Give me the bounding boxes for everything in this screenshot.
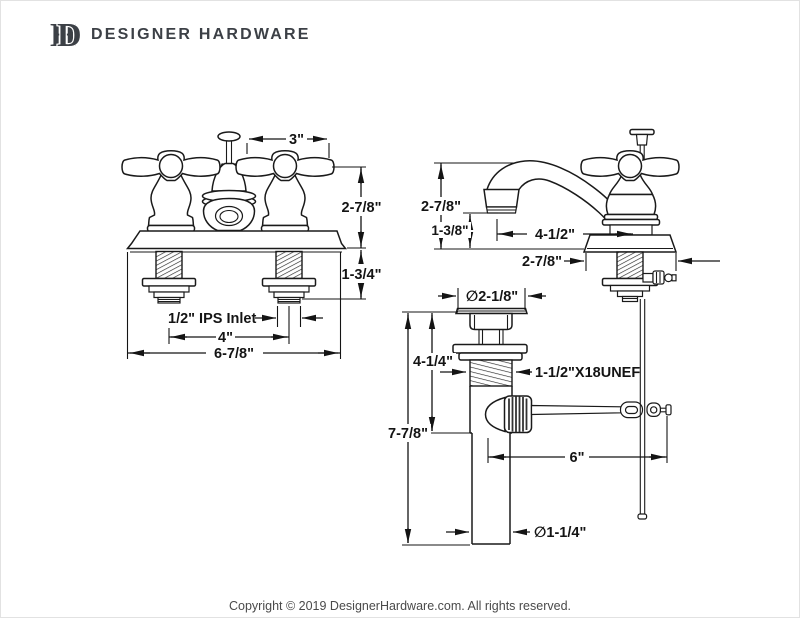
dim-drain-flange-diameter: ∅2-1/8" (438, 288, 546, 310)
dim-label: 6" (570, 450, 585, 466)
dim-label: 2-7/8" (421, 199, 461, 215)
dim-side-base-width: 2-7/8" (522, 253, 720, 271)
drain-tailpiece (470, 432, 512, 545)
front-right-shank (261, 250, 317, 304)
pop-up-lift-rod (637, 299, 648, 520)
side-handle (580, 150, 680, 182)
dim-label: 1-3/4" (342, 267, 382, 283)
dim-label: ∅1-1/4" (534, 525, 586, 541)
logo-letter-d: D (57, 17, 82, 54)
drain-assembly (452, 307, 672, 545)
dim-inlet-label: 1/2" IPS Inlet (168, 306, 323, 327)
front-left-shank (141, 250, 197, 304)
dim-side-height: 2-7/8" (418, 162, 514, 249)
dim-drain-tailpiece-diameter: ∅1-1/4" (446, 525, 586, 541)
pivot-rod (530, 401, 672, 419)
inlet-label: 1/2" IPS Inlet (168, 311, 256, 327)
dim-front-shank-length: 1-3/4" (302, 250, 385, 300)
thread-label: 1-1/2"X18UNEF (535, 365, 640, 381)
pivot-ball-assembly (484, 395, 533, 434)
dim-label: 1-3/8" (431, 223, 468, 238)
front-deck-plate (125, 230, 348, 253)
dim-drain-rod-length: 6" (487, 416, 668, 466)
side-body (601, 174, 661, 236)
drain-locknut (452, 343, 528, 361)
front-view-faucet (121, 131, 348, 304)
brand-title: DESIGNER HARDWARE (91, 26, 311, 43)
side-valve-stub (642, 270, 677, 285)
dim-front-height: 2-7/8" (332, 166, 385, 249)
drain-threads (469, 359, 513, 387)
dim-label: 4-1/2" (535, 227, 575, 243)
logo-letter-h: H (50, 17, 76, 54)
dim-label: 2-7/8" (522, 254, 562, 270)
dim-label: 4" (218, 330, 233, 346)
drain-flange (454, 307, 529, 345)
dim-drain-overall-height: 7-7/8" (385, 313, 431, 543)
dim-label: ∅2-1/8" (466, 289, 518, 305)
side-spout (483, 160, 612, 227)
dim-side-spout-clearance: 1-3/8" (429, 212, 498, 248)
side-base (582, 234, 678, 253)
copyright-text: Copyright © 2019 DesignerHardware.com. A… (229, 599, 571, 613)
header: H D DESIGNER HARDWARE (50, 16, 311, 55)
dim-drain-thread-label: 1-1/2"X18UNEF (440, 365, 640, 381)
dim-label: 4-1/4" (413, 354, 453, 370)
dim-label: 2-7/8" (342, 200, 382, 216)
front-spout (201, 162, 257, 232)
dim-front-overall-width: 6-7/8" (126, 252, 342, 362)
dim-label: 6-7/8" (214, 346, 254, 362)
dim-label: 7-7/8" (388, 426, 428, 442)
dim-label: 3" (289, 132, 304, 148)
side-view-faucet (434, 128, 680, 303)
dim-side-spout-reach: 4-1/2" (496, 219, 633, 243)
dim-drain-upper-height: 4-1/4" (411, 313, 456, 431)
dim-front-spout-top: 3" (246, 132, 330, 158)
dim-front-handle-centers: 4" (168, 306, 290, 346)
